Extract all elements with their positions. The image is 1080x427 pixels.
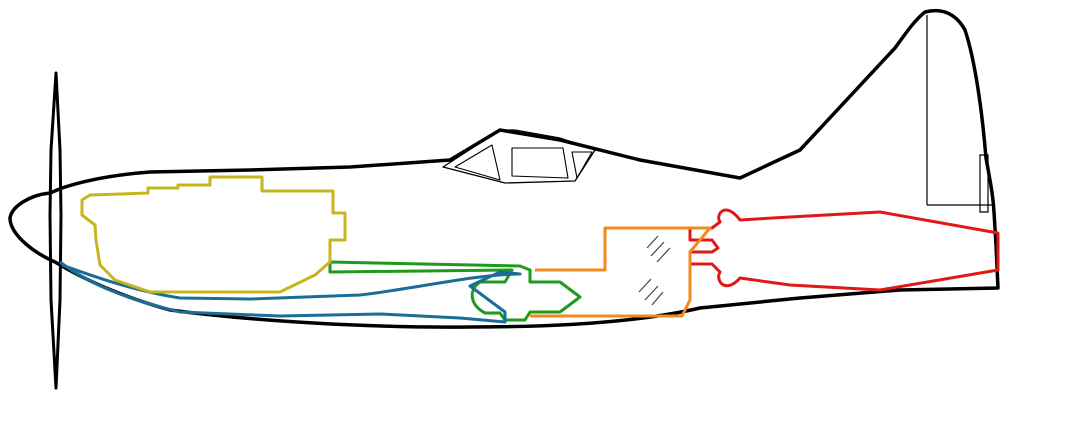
exhaust-nozzle (688, 208, 1000, 292)
combustion-chamber (530, 226, 712, 318)
canopy-frame (454, 144, 593, 181)
canopy (442, 129, 596, 184)
chamber-hatching (638, 235, 671, 306)
tail-detail (927, 154, 994, 213)
air-intake-duct (59, 260, 522, 324)
engine-block (80, 175, 347, 294)
propeller-blade (48, 71, 63, 390)
fuselage-outline (8, 8, 1000, 329)
